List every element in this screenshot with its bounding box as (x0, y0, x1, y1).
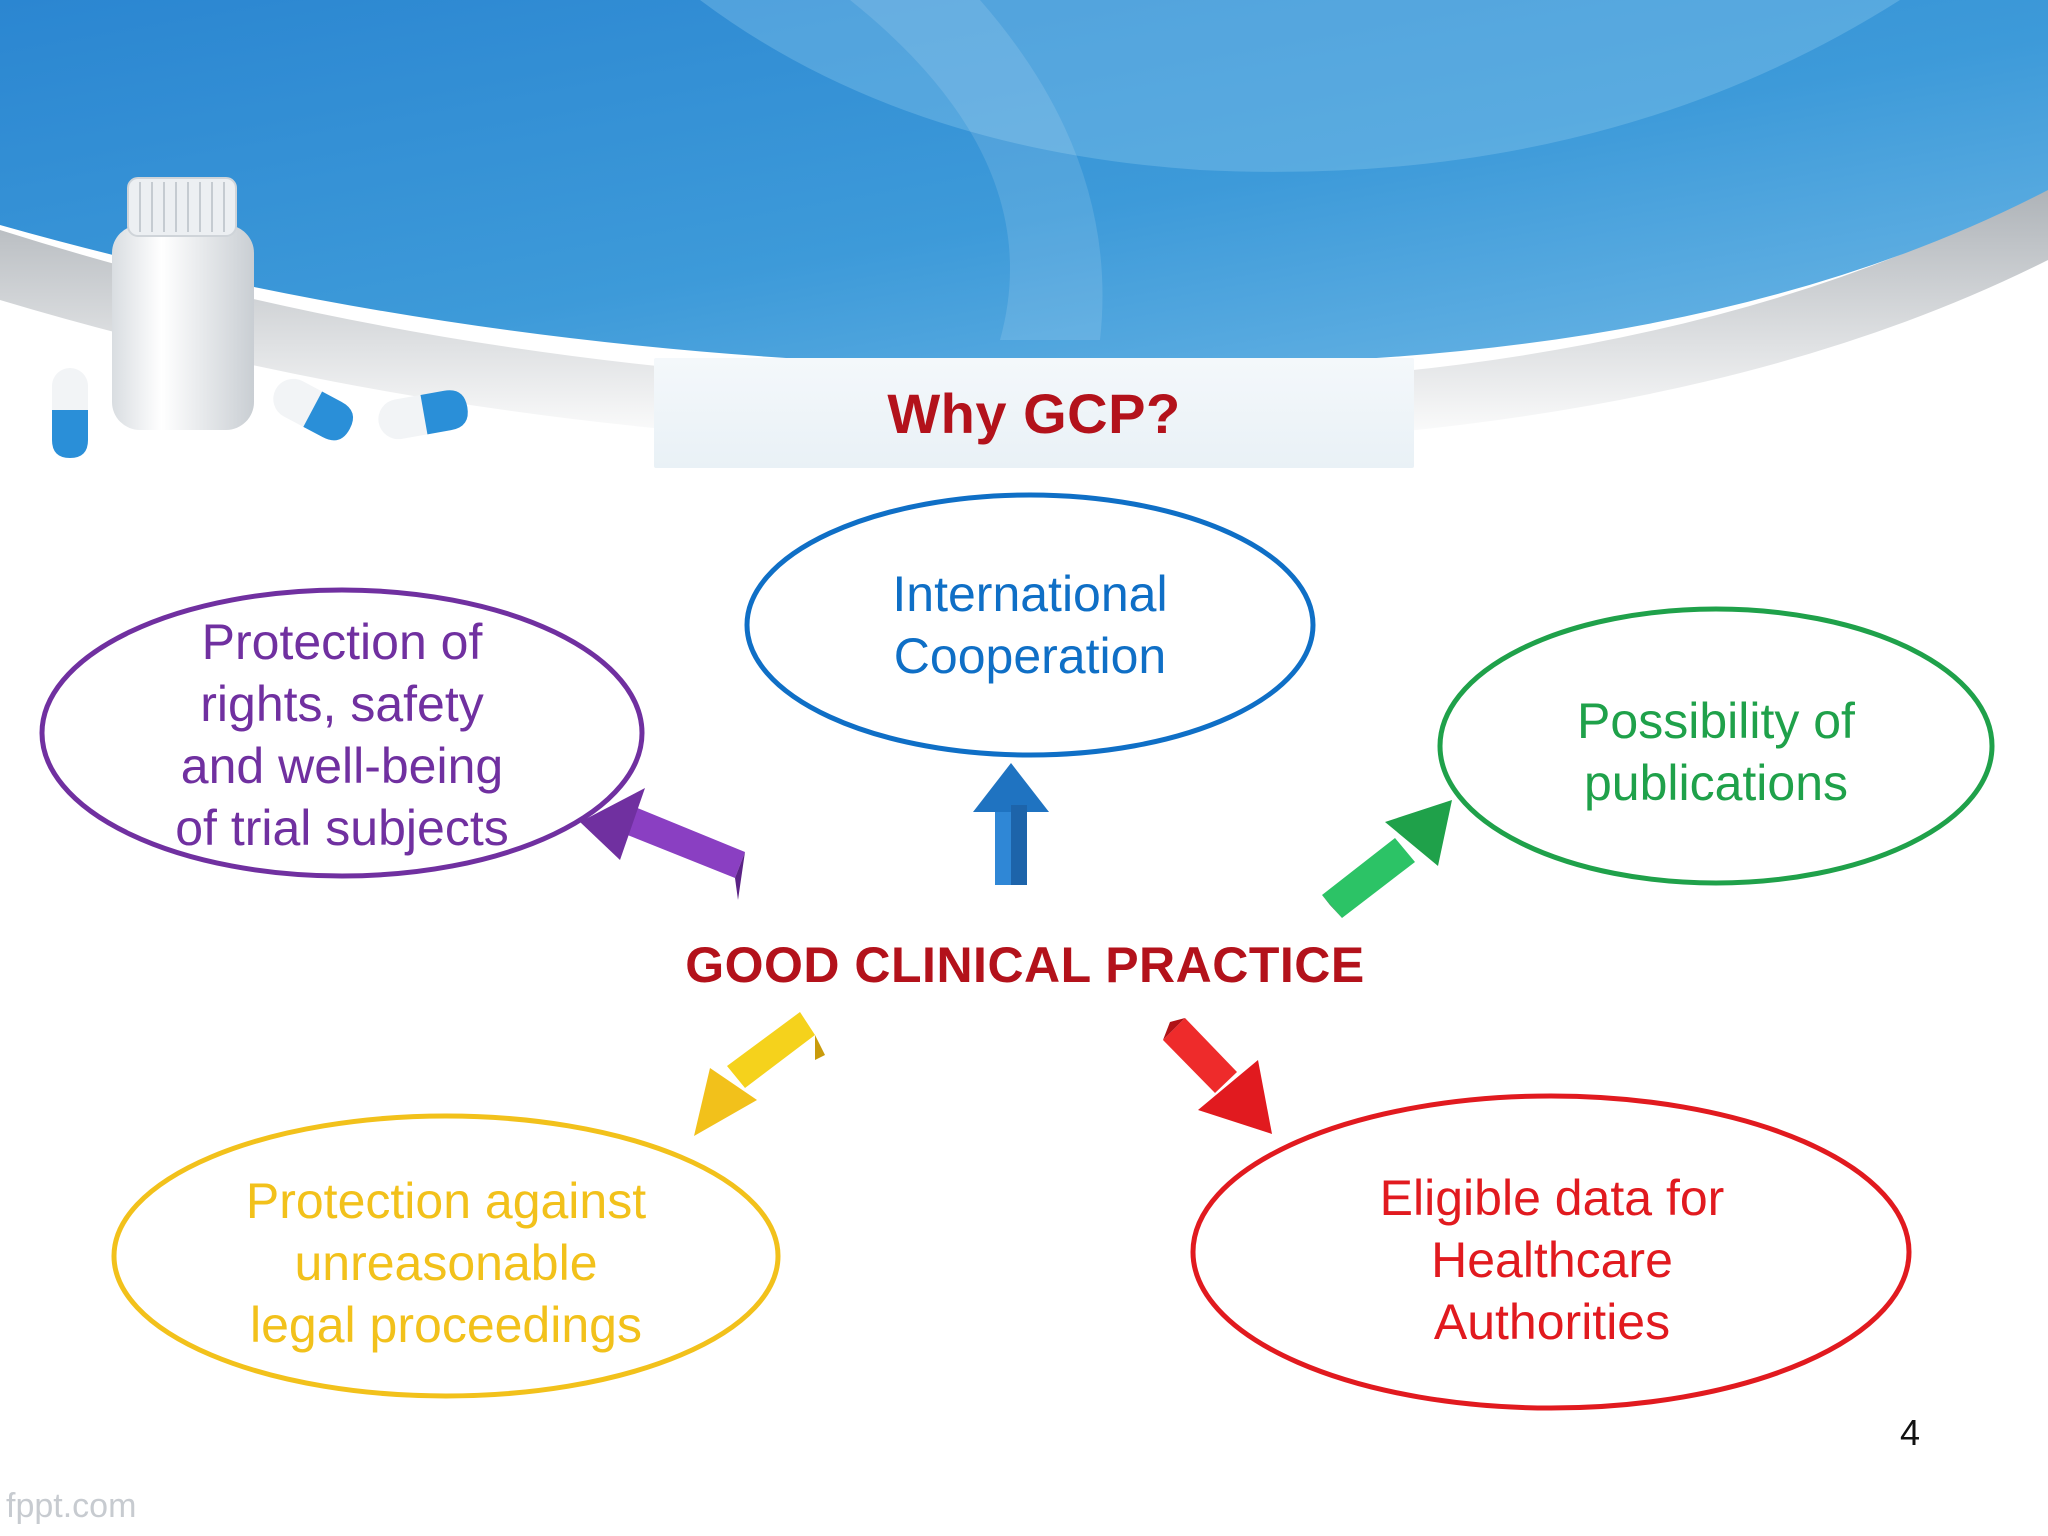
arrow-green (1322, 800, 1452, 918)
ellipse-publications (1437, 606, 1995, 886)
node-eligible-line: Eligible data for (1379, 1170, 1725, 1226)
node-eligible-line: Healthcare (1431, 1232, 1673, 1288)
pill-bottle-icon (112, 177, 254, 430)
title-bar: Why GCP? (654, 358, 1414, 468)
arrow-blue (973, 763, 1049, 885)
arrow-purple (580, 788, 745, 900)
node-legal-line: legal proceedings (250, 1297, 642, 1353)
node-eligible-line: Authorities (1433, 1294, 1671, 1350)
node-rights-line: and well-being (180, 738, 504, 794)
page-number: 4 (1899, 1412, 1921, 1453)
header-banner (0, 0, 2048, 458)
ellipse-legal (111, 1113, 781, 1399)
node-legal-line: Protection against (245, 1173, 647, 1229)
node-publications-line: publications (1583, 755, 1849, 811)
node-legal-line: unreasonable (294, 1235, 598, 1291)
ellipse-rights (39, 587, 645, 879)
node-publications-label: Possibility of publications (1486, 682, 1946, 822)
node-legal-label: Protection against unreasonable legal pr… (186, 1163, 706, 1363)
node-cooperation-line: Cooperation (893, 628, 1167, 684)
node-cooperation-line: International (892, 566, 1168, 622)
node-cooperation-label: International Cooperation (800, 555, 1260, 695)
center-label: GOOD CLINICAL PRACTICE (685, 937, 1365, 993)
node-rights-line: of trial subjects (175, 800, 509, 856)
arrow-yellow (694, 1012, 825, 1136)
node-rights-label: Protection of rights, safety and well-be… (92, 600, 592, 870)
capsule-icon (52, 368, 468, 458)
node-eligible-label: Eligible data for Healthcare Authorities (1302, 1160, 1802, 1360)
ellipse-eligible (1190, 1093, 1912, 1411)
watermark: fppt.com (6, 1487, 137, 1525)
slide-title: Why GCP? (887, 381, 1181, 445)
arrow-red (1163, 1018, 1272, 1134)
node-rights-line: rights, safety (200, 676, 484, 732)
ellipse-cooperation (744, 492, 1316, 758)
node-rights-line: Protection of (201, 614, 483, 670)
node-publications-line: Possibility of (1577, 693, 1855, 749)
